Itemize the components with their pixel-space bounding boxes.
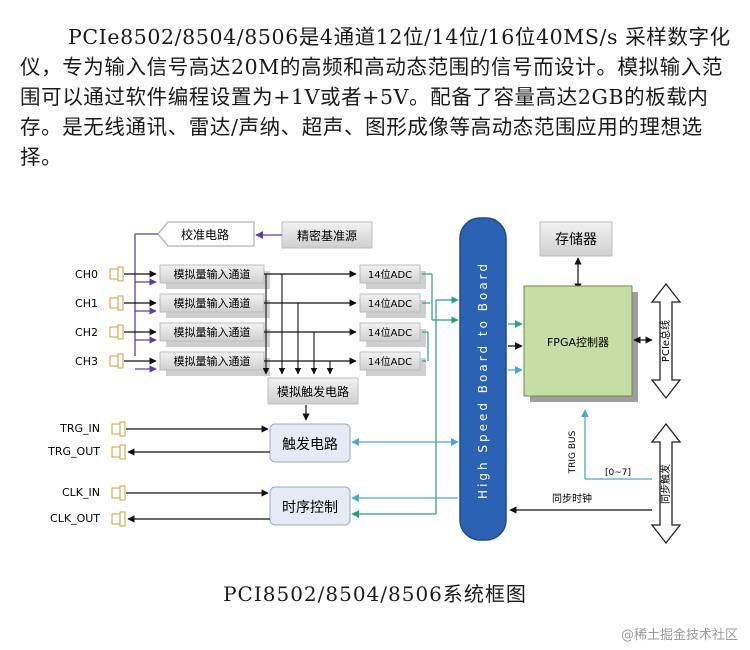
clk-out-connector: CLK_OUT (50, 511, 126, 527)
adc-label: 14位ADC (368, 326, 412, 339)
input-path-label: 模拟量输入通道 (174, 325, 251, 339)
adc-label: 14位ADC (368, 355, 412, 368)
trg-in-label: TRG_IN (59, 422, 100, 435)
bnc-connector-icon (109, 297, 119, 309)
trigger-circuit-label: 触发电路 (282, 437, 338, 453)
clk-out-label: CLK_OUT (50, 512, 100, 525)
high-speed-bus-label: High Speed Board to Board (476, 261, 490, 499)
adc-block (359, 322, 421, 342)
input-path-label: 模拟量输入通道 (174, 296, 251, 310)
trigger-circuit-block: 触发电路 (269, 423, 351, 463)
calibration-label: 校准电路 (181, 227, 229, 242)
memory-label: 存储器 (555, 232, 597, 248)
pcie-bus-arrow: PCIe总线 (650, 282, 682, 400)
timing-control-label: 时序控制 (282, 500, 338, 516)
reference-label: 精密基准源 (297, 228, 357, 243)
watermark: @稀土掘金技术社区 (620, 628, 738, 643)
adc-block (359, 351, 421, 371)
adc-bus-links (427, 274, 459, 514)
high-speed-bus: High Speed Board to Board (459, 217, 507, 541)
channel-name-label: CH0 (75, 268, 98, 281)
clk-in-connector: CLK_IN (62, 485, 126, 501)
trig-range-label: [0~7] (605, 468, 631, 478)
input-path-label: 模拟量输入通道 (174, 267, 251, 281)
sync-clock-label: 同步时钟 (552, 492, 592, 505)
precision-reference-block: 精密基准源 (281, 221, 373, 249)
channel-name-label: CH1 (75, 297, 98, 310)
input-channels: CH0 模拟量输入通道 14位ADC CH1 模拟量输入通道 14位ADC CH2 模拟量输入… (75, 264, 459, 514)
pcie-bus-label: PCIe总线 (659, 320, 672, 362)
adc-block (359, 264, 421, 284)
fpga-block: FPGA控制器 (523, 285, 638, 402)
intro-paragraph: PCIe8502/8504/8506是4通道12位/14位/16位40MS/s … (20, 25, 731, 169)
calibration-circuit-block: 校准电路 (157, 221, 255, 247)
adc-label: 14位ADC (368, 297, 412, 310)
channel-row: CH1 模拟量输入通道 14位ADC (75, 293, 430, 318)
clk-in-label: CLK_IN (62, 486, 100, 499)
memory-block: 存储器 (539, 221, 613, 257)
channel-row: CH0 模拟量输入通道 14位ADC (75, 264, 432, 289)
sync-trigger-label: 同步触发 (659, 464, 672, 504)
trg-out-connector: TRG_OUT (47, 444, 126, 460)
channel-name-label: CH3 (75, 355, 98, 368)
analog-trigger-label: 模拟触发电路 (277, 384, 349, 399)
channel-row: CH2 模拟量输入通道 14位ADC (75, 322, 428, 347)
timing-control-block: 时序控制 (269, 486, 351, 526)
channel-name-label: CH2 (75, 326, 98, 339)
figure-caption: PCI8502/8504/8506系统框图 (223, 582, 527, 606)
analog-trigger-block: 模拟触发电路 (267, 377, 359, 405)
bnc-connector-icon (109, 326, 119, 338)
trigger-taps (262, 274, 334, 375)
adc-label: 14位ADC (368, 268, 412, 281)
fpga-label: FPGA控制器 (547, 335, 609, 349)
sync-trigger-arrow: 同步触发 (650, 422, 682, 545)
channel-row: CH3 模拟量输入通道 14位ADC (75, 351, 426, 376)
adc-block (359, 293, 421, 313)
trg-out-label: TRG_OUT (47, 445, 100, 458)
bnc-connector-icon (109, 355, 119, 367)
input-path-label: 模拟量输入通道 (174, 354, 251, 368)
trg-in-connector: TRG_IN (59, 421, 126, 437)
trig-bus-label: TRIG BUS (568, 430, 578, 474)
bnc-connector-icon (109, 268, 119, 280)
